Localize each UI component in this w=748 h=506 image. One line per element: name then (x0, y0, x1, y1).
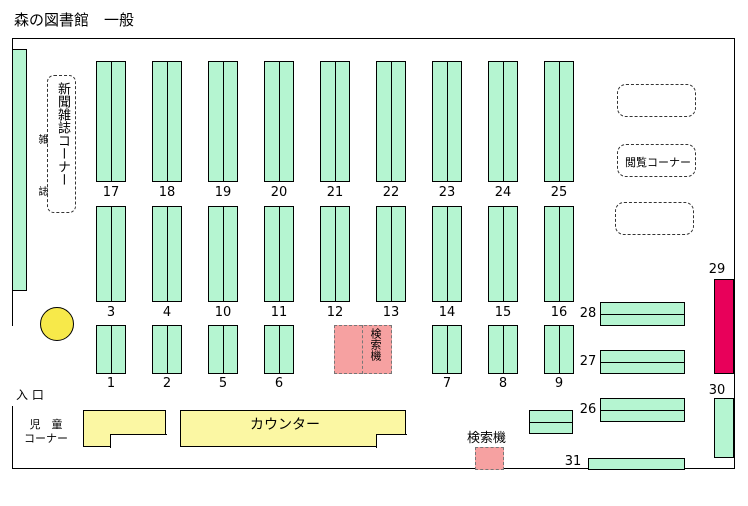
newspaper-corner-label: 新聞雑誌コーナー (55, 82, 70, 186)
search-terminal-label: 検索機 (369, 328, 382, 361)
shelf-7[interactable] (432, 325, 462, 374)
shelf-25[interactable] (544, 61, 574, 182)
search-terminal-divider (362, 325, 363, 374)
search-terminal-bottom[interactable] (475, 447, 504, 470)
shelf-number: 23 (438, 185, 456, 200)
page-title: 森の図書館 一般 (14, 11, 135, 29)
shelf-number: 20 (270, 185, 288, 200)
shelf-small[interactable] (529, 410, 573, 434)
shelf-19[interactable] (208, 61, 238, 182)
shelf-number: 24 (494, 185, 512, 200)
shelf-20[interactable] (264, 61, 294, 182)
shelf-number: 3 (106, 305, 116, 320)
magazine-shelf[interactable] (12, 49, 27, 291)
shelf-5[interactable] (208, 325, 238, 374)
entrance-label: 入 口 (16, 388, 44, 402)
shelf-29[interactable] (714, 279, 734, 374)
shelf-28[interactable] (600, 302, 685, 326)
shelf-number: 13 (382, 305, 400, 320)
shelf-15[interactable] (488, 206, 518, 302)
wall-top (12, 38, 735, 39)
shelf-number: 28 (579, 306, 597, 321)
shelf-23[interactable] (432, 61, 462, 182)
childrens-corner-label: 児 童 コーナー (24, 418, 68, 445)
shelf-4[interactable] (152, 206, 182, 302)
shelf-number: 2 (162, 376, 172, 391)
counter-label: カウンター (250, 417, 320, 433)
shelf-17[interactable] (96, 61, 126, 182)
reading-table-bottom[interactable] (615, 202, 694, 235)
shelf-3[interactable] (96, 206, 126, 302)
shelf-6[interactable] (264, 325, 294, 374)
shelf-number: 31 (564, 454, 582, 469)
shelf-2[interactable] (152, 325, 182, 374)
shelf-9[interactable] (544, 325, 574, 374)
shelf-13[interactable] (376, 206, 406, 302)
counter-main[interactable] (180, 410, 406, 447)
shelf-number: 10 (214, 305, 232, 320)
shelf-21[interactable] (320, 61, 350, 182)
counter-main-notch (376, 434, 407, 448)
shelf-number: 11 (270, 305, 288, 320)
shelf-number: 9 (554, 376, 564, 391)
shelf-26[interactable] (600, 398, 685, 422)
wall-bottom (12, 468, 735, 469)
shelf-31[interactable] (588, 458, 685, 470)
shelf-number: 29 (708, 262, 726, 277)
shelf-10[interactable] (208, 206, 238, 302)
newspaper-corner[interactable] (47, 75, 76, 213)
shelf-number: 8 (498, 376, 508, 391)
reading-table-top[interactable] (617, 84, 696, 117)
reading-corner[interactable] (617, 144, 696, 177)
shelf-27[interactable] (600, 350, 685, 374)
search-terminal-area[interactable] (334, 325, 392, 374)
pillar (40, 307, 74, 341)
shelf-11[interactable] (264, 206, 294, 302)
shelf-number: 26 (579, 402, 597, 417)
shelf-1[interactable] (96, 325, 126, 374)
shelf-number: 27 (579, 354, 597, 369)
shelf-30[interactable] (714, 398, 734, 458)
shelf-16[interactable] (544, 206, 574, 302)
shelf-number: 30 (708, 383, 726, 398)
shelf-number: 6 (274, 376, 284, 391)
shelf-number: 18 (158, 185, 176, 200)
shelf-number: 21 (326, 185, 344, 200)
shelf-number: 22 (382, 185, 400, 200)
shelf-number: 12 (326, 305, 344, 320)
shelf-24[interactable] (488, 61, 518, 182)
shelf-22[interactable] (376, 61, 406, 182)
reading-corner-label: 閲覧コーナー (625, 156, 691, 169)
shelf-14[interactable] (432, 206, 462, 302)
wall-left-lower (12, 406, 13, 469)
shelf-number: 5 (218, 376, 228, 391)
shelf-18[interactable] (152, 61, 182, 182)
shelf-number: 4 (162, 305, 172, 320)
shelf-12[interactable] (320, 206, 350, 302)
counter-left-notch (110, 434, 167, 448)
search-terminal-bottom-label: 検索機 (467, 431, 507, 446)
shelf-number: 25 (550, 185, 568, 200)
shelf-number: 14 (438, 305, 456, 320)
shelf-8[interactable] (488, 325, 518, 374)
shelf-number: 16 (550, 305, 568, 320)
shelf-number: 7 (442, 376, 452, 391)
shelf-number: 19 (214, 185, 232, 200)
magazine-shelf-label: 雑誌 (36, 134, 47, 238)
shelf-number: 17 (102, 185, 120, 200)
shelf-number: 15 (494, 305, 512, 320)
wall-right (734, 38, 735, 469)
shelf-number: 1 (106, 376, 116, 391)
